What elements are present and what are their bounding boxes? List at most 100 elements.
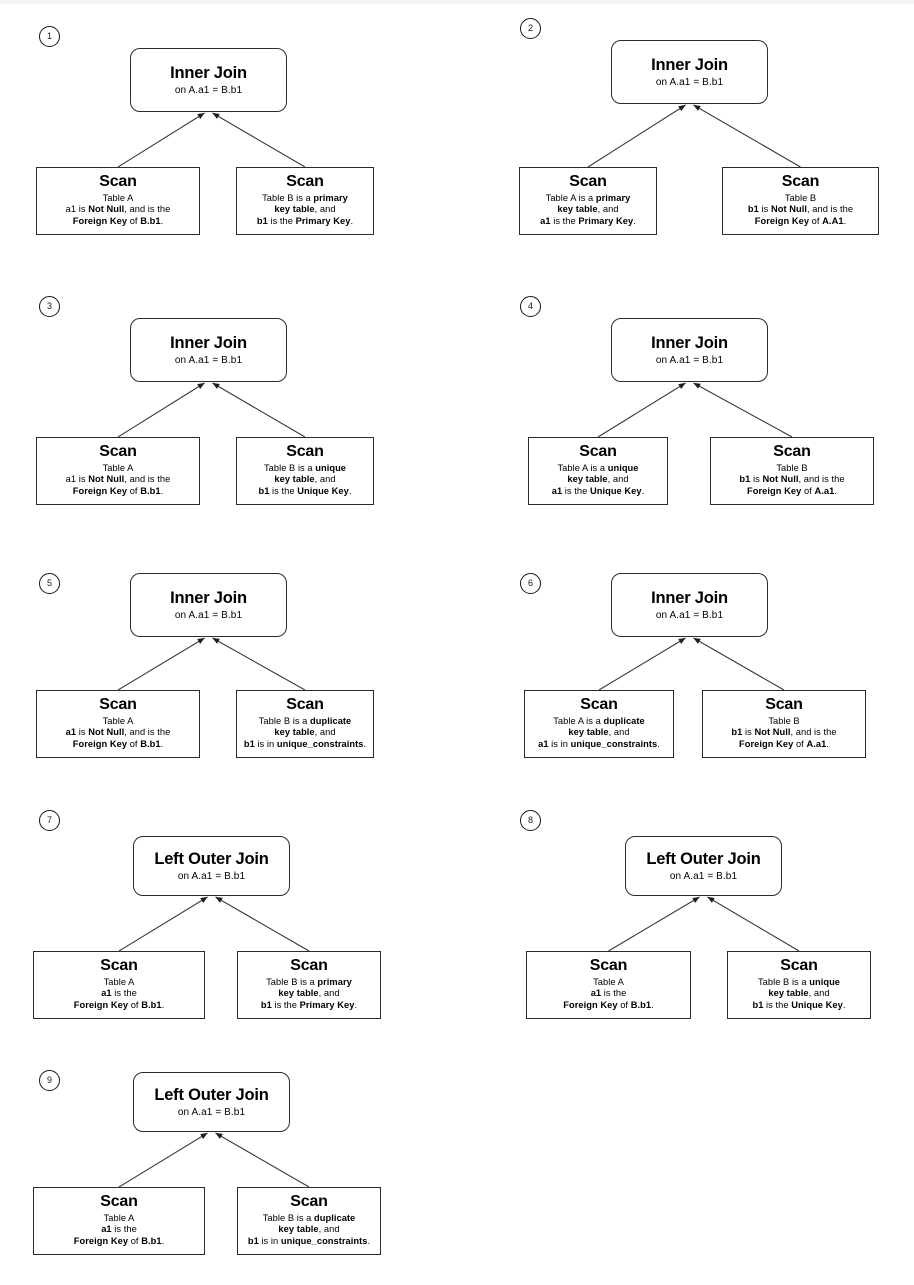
plain-text: Table B: [768, 715, 800, 726]
scan-node-title: Scan: [99, 695, 137, 713]
emphasis-text: key table: [557, 204, 598, 215]
plain-text: is the: [601, 988, 627, 999]
join-condition: on A.a1 = B.b1: [174, 610, 243, 622]
emphasis-text: b1: [731, 727, 743, 738]
emphasis-text: unique: [315, 462, 347, 473]
join-node-title: Inner Join: [170, 63, 247, 82]
scan-desc-line-2: a1 is Not Null, and is the: [66, 204, 171, 216]
scan-node-title: Scan: [100, 956, 138, 974]
plain-text: , and: [314, 204, 336, 215]
scan-node-title: Scan: [579, 442, 617, 460]
plain-text: .: [367, 1236, 371, 1247]
emphasis-text: Foreign Key: [72, 486, 128, 497]
scan-node-title: Scan: [781, 172, 820, 190]
plain-text: Table A: [103, 976, 135, 987]
emphasis-text: Foreign Key: [72, 216, 128, 227]
plain-text: of: [127, 486, 141, 497]
scan-node-title: Scan: [589, 956, 628, 974]
emphasis-text: a1: [101, 988, 112, 999]
plain-text: a1 is: [65, 204, 89, 215]
plain-text: .: [160, 216, 164, 227]
emphasis-text: unique_constraints: [570, 739, 658, 750]
scan-desc-line-3: Foreign Key of B.b1.: [74, 1000, 164, 1012]
join-condition: on A.a1 = B.b1: [177, 871, 246, 883]
emphasis-text: Not Null: [88, 204, 125, 215]
emphasis-text: b1: [752, 1000, 764, 1011]
edge-left-scan-to-join: [118, 1132, 208, 1188]
plain-text: is in: [258, 1236, 281, 1247]
plain-text: .: [161, 1236, 165, 1247]
plain-text: .: [160, 739, 164, 750]
scan-node-title: Scan: [286, 172, 324, 190]
scan-desc-line-2: key table, and: [244, 727, 366, 739]
plain-text: Table B is a: [262, 1212, 315, 1223]
scan-desc-line-2: key table, and: [257, 204, 353, 216]
edge-right-scan-to-join: [693, 104, 801, 168]
scan-node-title: Scan: [780, 956, 818, 974]
emphasis-text: b1: [243, 739, 255, 750]
emphasis-text: Foreign Key: [754, 216, 810, 227]
emphasis-text: unique_constraints: [276, 739, 364, 750]
scan-node-title: Scan: [580, 695, 618, 713]
emphasis-text: a1: [538, 739, 549, 750]
scan-desc-line-1: Table B is a duplicate: [248, 1213, 370, 1225]
scan-desc-line-3: Foreign Key of B.b1.: [74, 1236, 164, 1248]
emphasis-text: duplicate: [603, 715, 645, 726]
scan-desc-line-3: Foreign Key of A.a1.: [739, 486, 844, 498]
plain-text: of: [128, 1236, 142, 1247]
diagram-badge-6: 6: [520, 573, 541, 594]
emphasis-text: primary: [595, 192, 631, 203]
scan-desc-line-1: Table B: [731, 716, 836, 728]
plain-text: is the: [111, 1224, 137, 1235]
scan-desc-line-2: a1 is the: [74, 988, 164, 1000]
emphasis-text: b1: [256, 216, 268, 227]
plain-text: of: [801, 486, 815, 497]
edge-left-scan-to-join: [118, 896, 208, 952]
scan-desc-line-1: Table A: [66, 463, 171, 475]
emphasis-text: Unique Key: [297, 486, 349, 497]
diagram-badge-1: 1: [39, 26, 60, 47]
plain-text: Table A is a: [553, 715, 604, 726]
join-node-title: Inner Join: [651, 333, 728, 352]
emphasis-text: Not Null: [88, 474, 125, 485]
emphasis-text: b1: [247, 1236, 259, 1247]
scan-desc-line-3: b1 is the Unique Key.: [258, 486, 351, 498]
emphasis-text: Not Null: [754, 727, 791, 738]
